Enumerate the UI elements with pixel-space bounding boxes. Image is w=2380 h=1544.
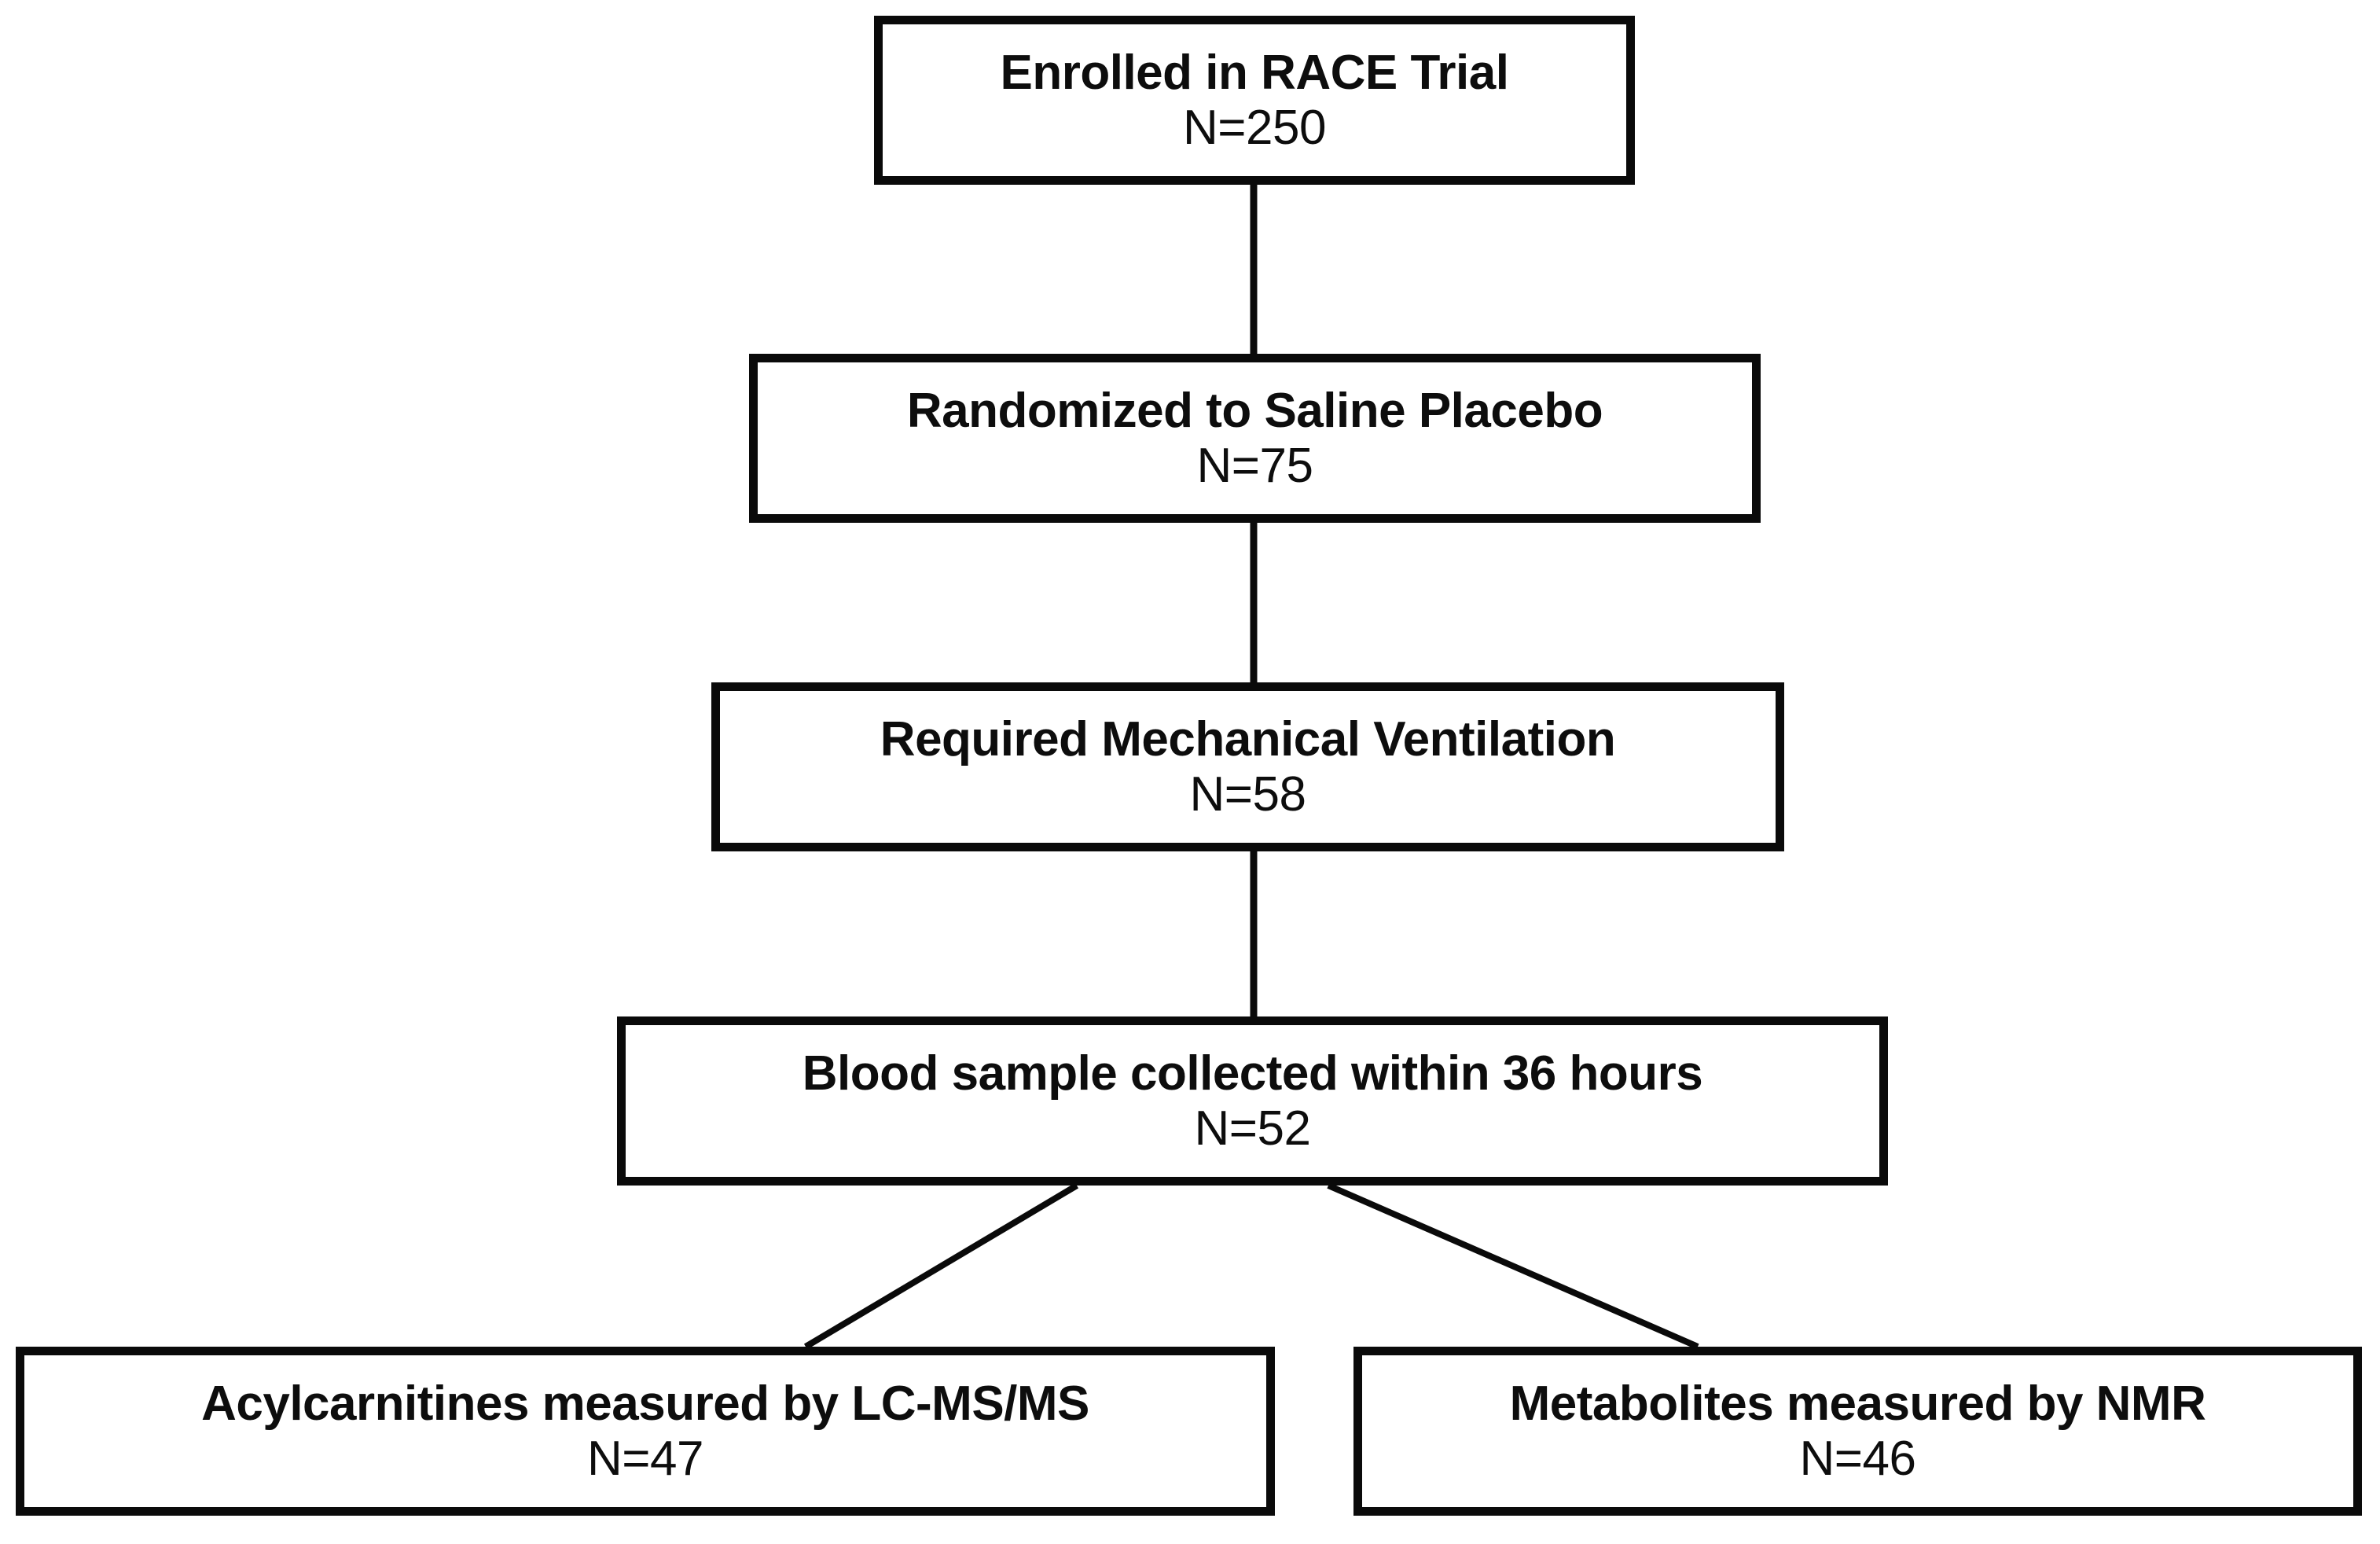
node-acylcarnitines-count: N=47 [587,1431,703,1486]
node-randomized-title: Randomized to Saline Placebo [906,384,1603,439]
node-enrolled-title: Enrolled in RACE Trial [1000,46,1510,101]
node-ventilation-count: N=58 [1189,766,1306,822]
node-blood-sample-count: N=52 [1194,1101,1311,1156]
node-acylcarnitines-title: Acylcarnitines measured by LC-MS/MS [201,1377,1089,1432]
node-enrolled: Enrolled in RACE Trial N=250 [874,16,1635,185]
connector-blood-to-acylcarnitines [803,1182,1079,1350]
node-randomized-count: N=75 [1196,438,1313,493]
node-randomized: Randomized to Saline Placebo N=75 [749,354,1761,523]
node-enrolled-count: N=250 [1183,100,1326,155]
node-metabolites: Metabolites measured by NMR N=46 [1353,1347,2362,1516]
node-blood-sample-title: Blood sample collected within 36 hours [802,1046,1703,1101]
node-acylcarnitines: Acylcarnitines measured by LC-MS/MS N=47 [16,1347,1275,1516]
node-metabolites-title: Metabolites measured by NMR [1509,1377,2206,1432]
node-metabolites-count: N=46 [1799,1431,1916,1486]
node-blood-sample: Blood sample collected within 36 hours N… [617,1016,1888,1186]
node-ventilation-title: Required Mechanical Ventilation [880,712,1616,767]
node-ventilation: Required Mechanical Ventilation N=58 [711,682,1784,851]
connector-blood-to-metabolites [1327,1182,1699,1350]
